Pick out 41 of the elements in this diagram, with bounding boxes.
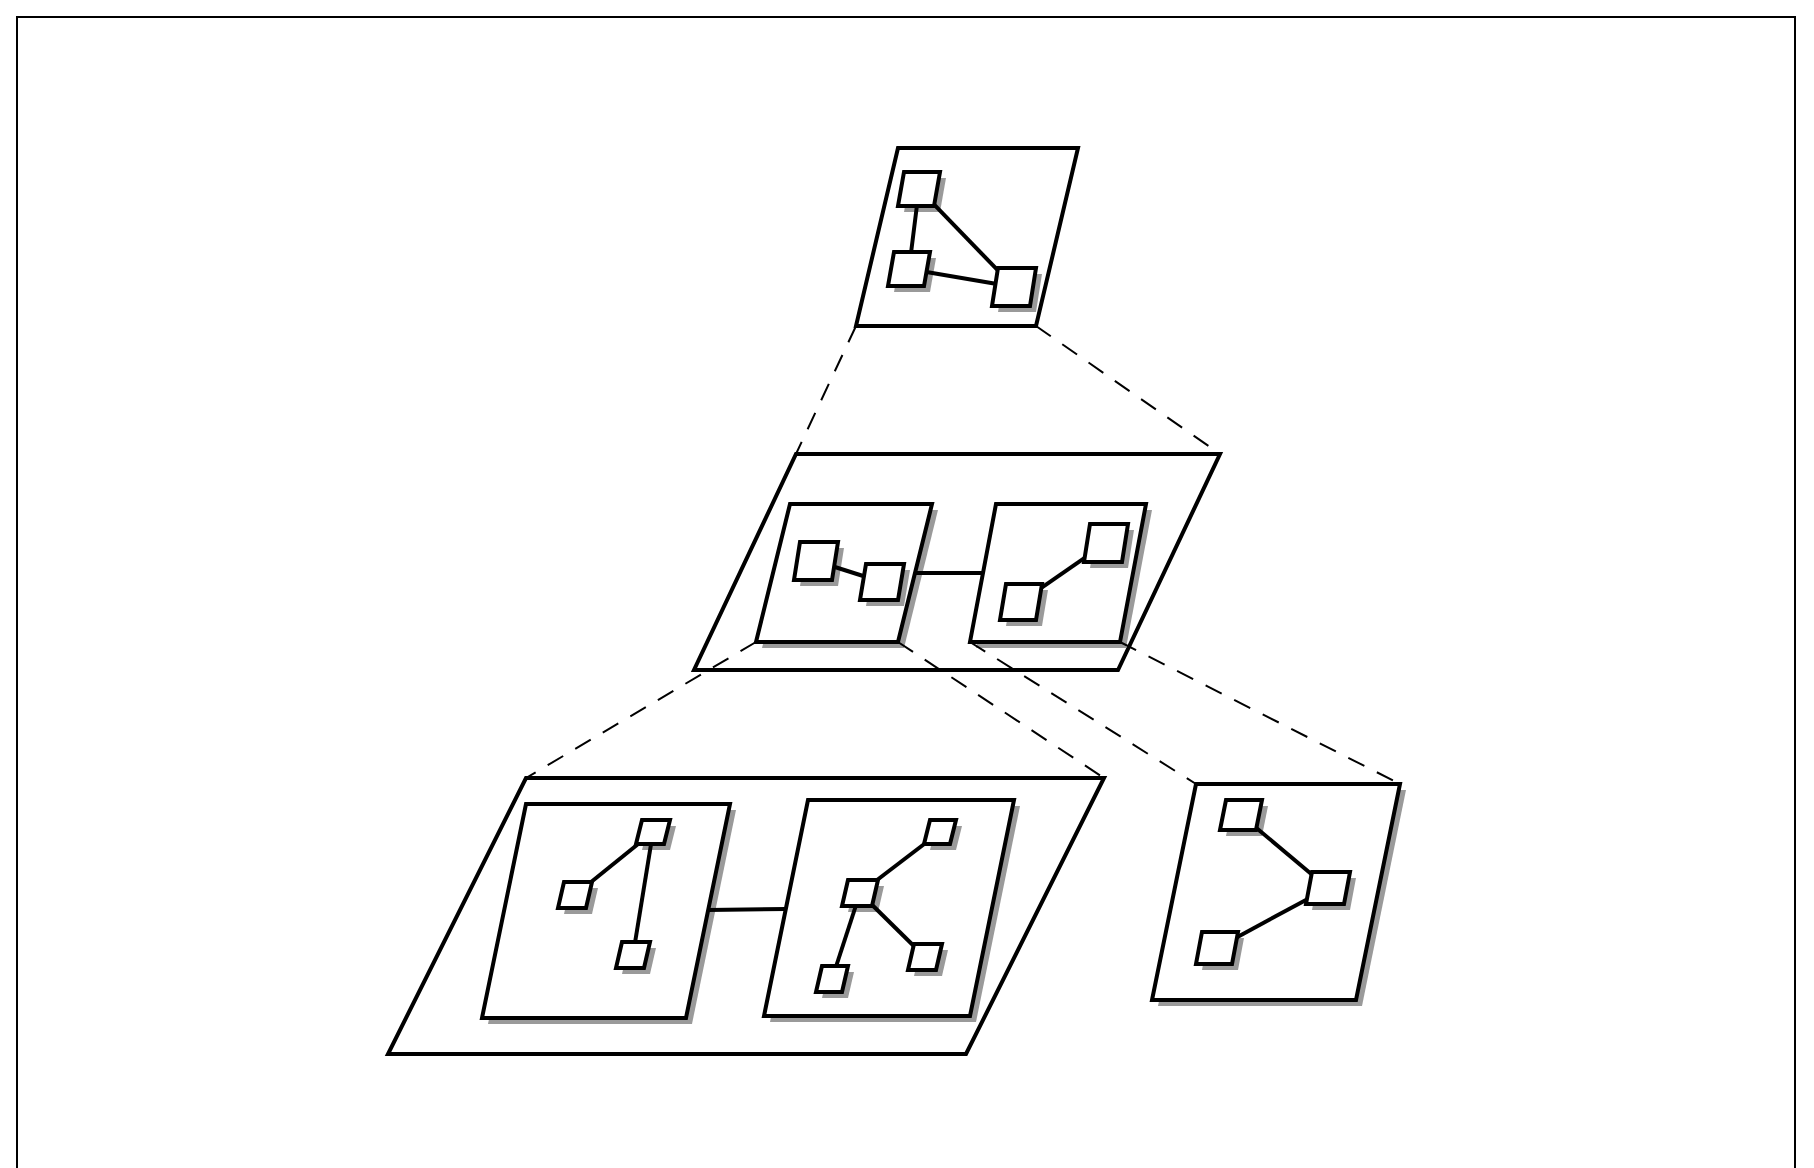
connector-line [589,842,640,884]
graph-node-box [898,172,948,214]
graph-node-box [888,252,938,294]
graph-node-box [842,880,886,914]
plane-parallelogram [756,504,940,650]
graph-node-box [908,944,950,978]
connector-line [708,907,786,912]
connector-line [1255,826,1313,876]
connector-line [633,843,654,943]
connector-line [870,903,915,948]
plane-parallelogram [388,778,1112,1062]
graph-node-box [860,564,912,608]
plane-parallelogram [1152,784,1408,1008]
graph-node-box [992,268,1044,314]
connector-line [915,571,983,575]
graph-node-box [1220,800,1270,838]
graph-node-box [816,966,856,1000]
graph-node-box [794,542,846,588]
graph-node-box [616,942,658,976]
connector-line [932,203,1000,272]
connector-line [834,905,858,967]
plane-parallelogram [694,454,1228,678]
graph-node-box [1306,872,1358,912]
graph-node-box [924,820,964,852]
graph-node-box [1000,584,1050,628]
graph-node-box [558,882,600,916]
connector-line [1040,556,1086,590]
connector-line [833,564,865,579]
connector-line [926,270,996,286]
connector-line [1236,897,1308,939]
connector-line [909,205,919,253]
dashed-line [525,641,757,779]
graph-node-box [636,820,678,852]
dashed-line [897,641,1105,779]
plane-parallelogram [856,148,1086,334]
dashed-line [969,641,1197,785]
plane-parallelogram [482,804,738,1026]
dashed-line [795,325,857,455]
plane-parallelogram [764,800,1022,1024]
graph-node-box [1084,524,1136,570]
graph-node-box [1196,932,1246,972]
